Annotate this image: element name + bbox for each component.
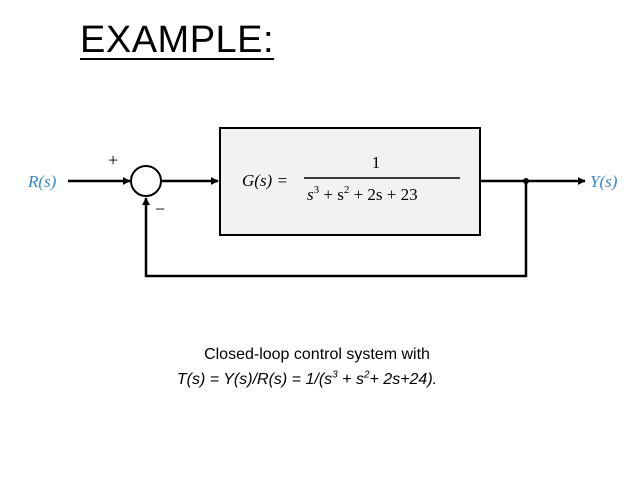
caption-exponent-2: 2 bbox=[363, 369, 370, 381]
feedback-path bbox=[142, 181, 528, 278]
block-denominator: s3 + s2 + 2s + 23 bbox=[307, 184, 418, 204]
output-label: Y(s) bbox=[590, 172, 618, 191]
minus-sign: − bbox=[155, 199, 165, 219]
caption-line-1: Closed-loop control system with bbox=[204, 346, 430, 363]
block-lhs: G(s) = bbox=[242, 171, 288, 190]
caption-formula-start: T(s) = Y(s)/R(s) = 1/(s bbox=[176, 371, 333, 388]
caption-line-2: T(s) = Y(s)/R(s) = 1/(s3 + s2+ 2s+24). bbox=[0, 367, 626, 393]
transfer-function-block bbox=[219, 127, 481, 236]
caption-exponent-3: 3 bbox=[332, 369, 338, 381]
caption-formula-mid: + s bbox=[337, 371, 364, 388]
input-label: R(s) bbox=[27, 172, 57, 191]
plus-sign: + bbox=[108, 150, 118, 170]
summing-junction bbox=[130, 165, 162, 197]
page-title: EXAMPLE: bbox=[80, 19, 275, 61]
caption-formula-end: + 2s+24). bbox=[369, 371, 438, 388]
block-numerator: 1 bbox=[372, 153, 381, 172]
